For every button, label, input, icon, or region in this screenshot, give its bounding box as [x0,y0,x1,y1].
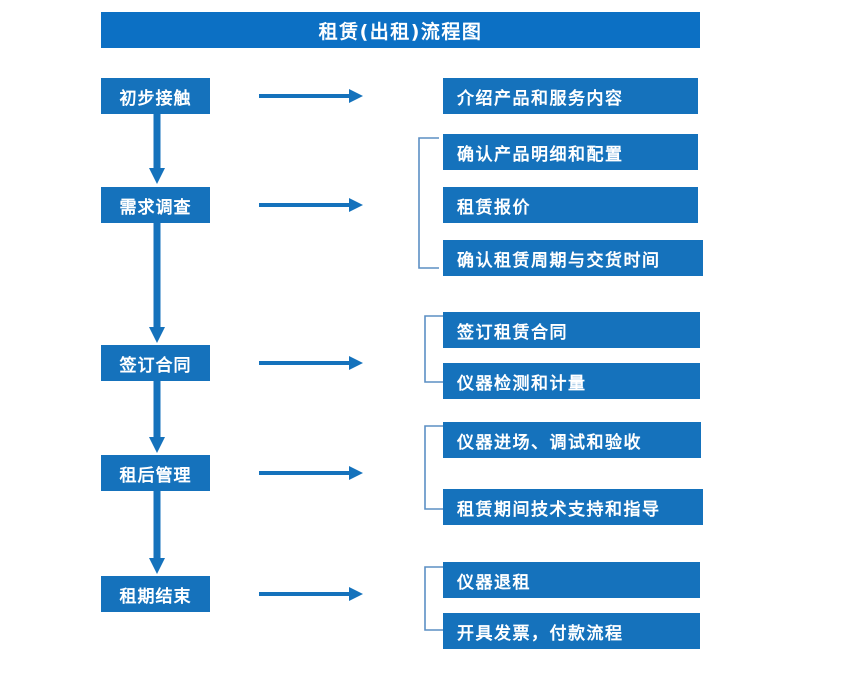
down-arrow-icon-3 [148,381,166,455]
detail-box-2-2[interactable]: 租赁报价 [443,187,698,223]
bracket-connector-icon-3 [424,315,444,383]
detail-box-1-1[interactable]: 介绍产品和服务内容 [443,78,698,114]
detail-box-5-2[interactable]: 开具发票，付款流程 [443,613,700,649]
detail-box-5-1[interactable]: 仪器退租 [443,562,700,598]
stage-box-2[interactable]: 需求调查 [101,187,210,223]
stage-box-5[interactable]: 租期结束 [101,576,210,612]
detail-box-3-1[interactable]: 签订租赁合同 [443,312,700,348]
detail-box-2-3[interactable]: 确认租赁周期与交货时间 [443,240,703,276]
detail-box-2-1[interactable]: 确认产品明细和配置 [443,134,698,170]
down-arrow-icon-1 [148,114,166,186]
right-arrow-icon-4 [259,465,364,481]
right-arrow-icon-2 [259,197,364,213]
stage-box-4[interactable]: 租后管理 [101,455,210,491]
bracket-connector-icon-4 [424,425,444,510]
right-arrow-icon-1 [259,88,364,104]
detail-box-4-1[interactable]: 仪器进场、调试和验收 [443,422,701,458]
bracket-connector-icon-5 [424,566,444,631]
right-arrow-icon-5 [259,586,364,602]
right-arrow-icon-3 [259,355,364,371]
stage-box-1[interactable]: 初步接触 [101,78,210,114]
bracket-connector-icon-2 [418,137,440,269]
stage-box-3[interactable]: 签订合同 [101,345,210,381]
down-arrow-icon-4 [148,491,166,576]
detail-box-4-2[interactable]: 租赁期间技术支持和指导 [443,489,703,525]
page-title: 租赁(出租)流程图 [101,12,700,48]
down-arrow-icon-2 [148,223,166,345]
detail-box-3-2[interactable]: 仪器检测和计量 [443,363,700,399]
